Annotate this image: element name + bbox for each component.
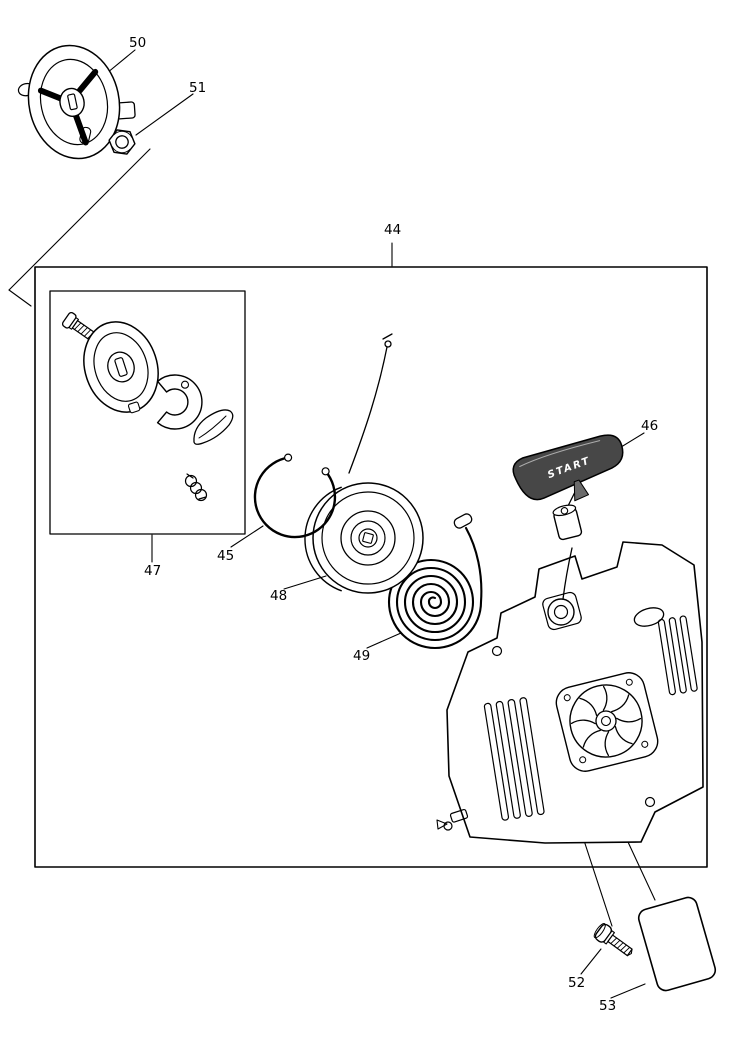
part-label-47: 47 [144, 563, 162, 579]
assembly-box-44 [34, 266, 708, 868]
pawl-spring [184, 473, 208, 502]
part-48-pulley [304, 482, 424, 594]
part-50-ratchet [17, 44, 136, 160]
pawl [156, 374, 203, 430]
part-46-start-handle: START [512, 434, 624, 600]
sub-assembly-box-47 [49, 290, 246, 535]
rope-ferrule [552, 504, 583, 541]
part-label-50: 50 [129, 35, 147, 51]
leader-lines [8, 49, 656, 999]
part-label-53: 53 [599, 998, 617, 1014]
right-vent-slats [657, 615, 698, 696]
left-vent-slats [483, 697, 545, 821]
pawl-plate [83, 321, 159, 414]
part-52-bolt [593, 923, 633, 957]
fan-rotor [563, 678, 649, 764]
part-label-49: 49 [353, 648, 371, 664]
part-label-48: 48 [270, 588, 288, 604]
part-label-52: 52 [568, 975, 586, 991]
pawl-guide-leaf [193, 409, 234, 445]
pawl-bolt [61, 311, 98, 343]
starter-rope [348, 333, 393, 474]
part-label-44: 44 [384, 222, 402, 238]
part-label-51: 51 [189, 80, 207, 96]
part-label-46: 46 [641, 418, 659, 434]
starter-housing [436, 541, 704, 844]
part-45-clip [253, 453, 337, 539]
handle-body [512, 434, 624, 501]
part-49-recoil-spring [387, 513, 483, 650]
part-53-plate [637, 896, 717, 992]
part-51-nut [108, 129, 136, 155]
part-label-45: 45 [217, 548, 235, 564]
